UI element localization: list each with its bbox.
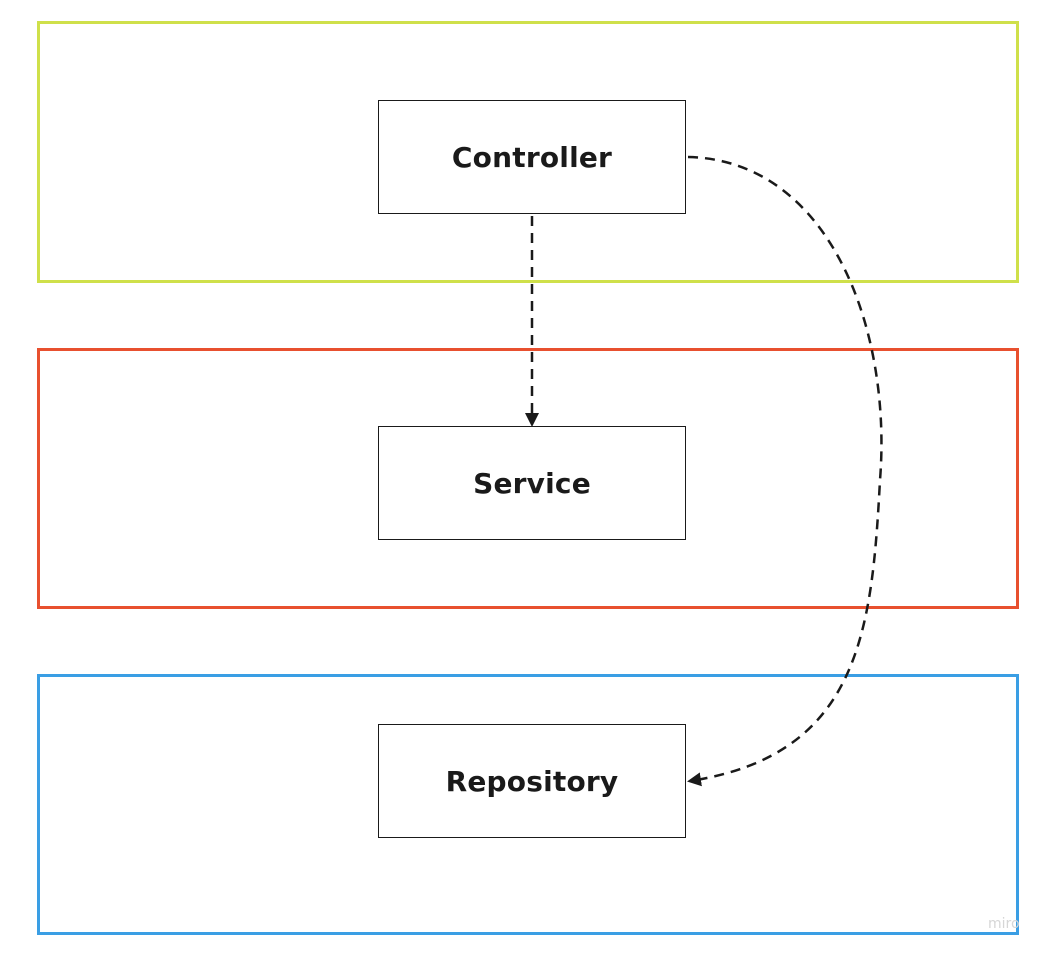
service-node[interactable]: Service [378, 426, 686, 540]
repository-node[interactable]: Repository [378, 724, 686, 838]
controller-node[interactable]: Controller [378, 100, 686, 214]
miro-watermark: miro [988, 916, 1020, 932]
controller-label: Controller [451, 140, 613, 174]
controller-layer [37, 21, 1019, 283]
service-label: Service [473, 466, 591, 500]
service-layer [37, 348, 1019, 609]
repository-label: Repository [445, 764, 619, 798]
repository-layer [37, 674, 1019, 935]
